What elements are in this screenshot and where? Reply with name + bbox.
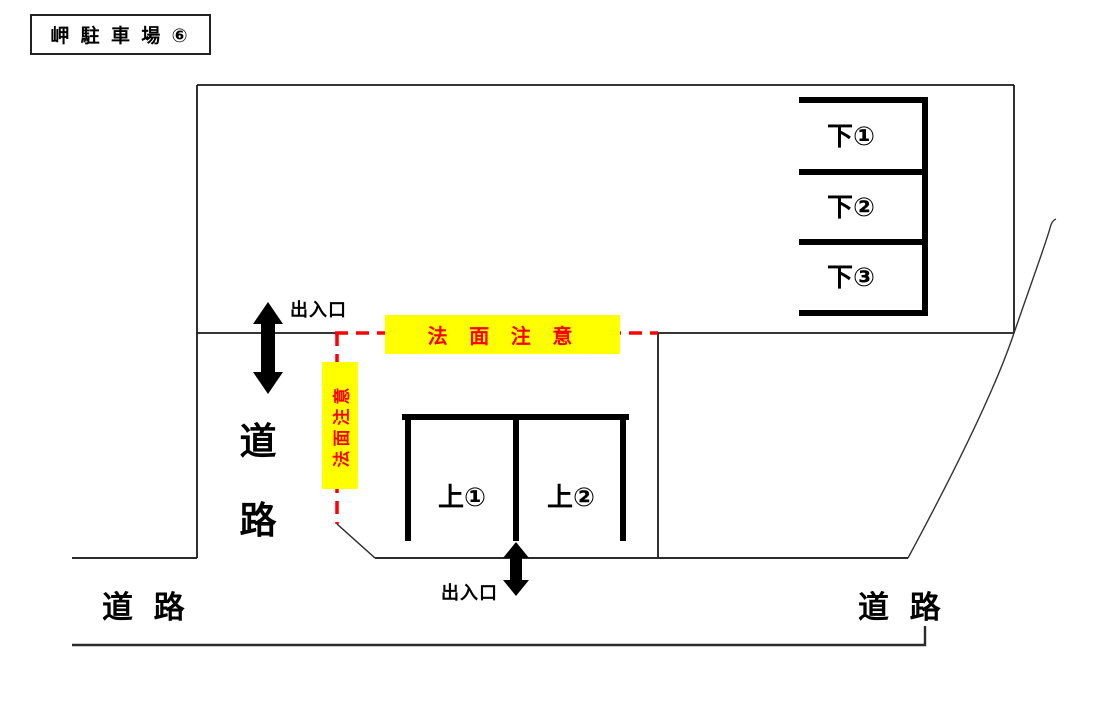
entrance-label-bottom: 出入口 [441, 583, 498, 603]
stall-label-upper-1: 上① [437, 482, 486, 512]
stall-label-lower-2: 下② [826, 192, 875, 222]
road-label-bottom-right: 道 路 [858, 590, 947, 625]
terrain-slope-curve [907, 218, 1057, 559]
slope-warning-vertical-text: 法面注意 [332, 383, 352, 468]
road-bottom-line [72, 626, 927, 647]
lower-stalls-lines [799, 97, 928, 316]
stall-label-upper-2: 上② [546, 482, 595, 512]
road-label-bottom-left: 道 路 [102, 590, 191, 625]
slope-warning-vertical: 法面注意 [322, 362, 358, 489]
entrance-arrow-left-icon [253, 302, 283, 394]
road-label-left: 道路 [239, 421, 277, 541]
entrance-label-left: 出入口 [290, 300, 347, 320]
stall-label-lower-3: 下③ [826, 262, 875, 292]
page-title: 岬 駐 車 場 ⑥ [50, 26, 191, 47]
slope-warning-horizontal: 法 面 注 意 [385, 315, 620, 354]
upper-stalls-lines [402, 414, 629, 541]
entrance-arrow-bottom-icon [503, 542, 529, 596]
stall-label-lower-1: 下① [826, 121, 875, 151]
lot-boundary-diagonal [336, 523, 376, 559]
title-box: 岬 駐 車 場 ⑥ [30, 14, 211, 55]
